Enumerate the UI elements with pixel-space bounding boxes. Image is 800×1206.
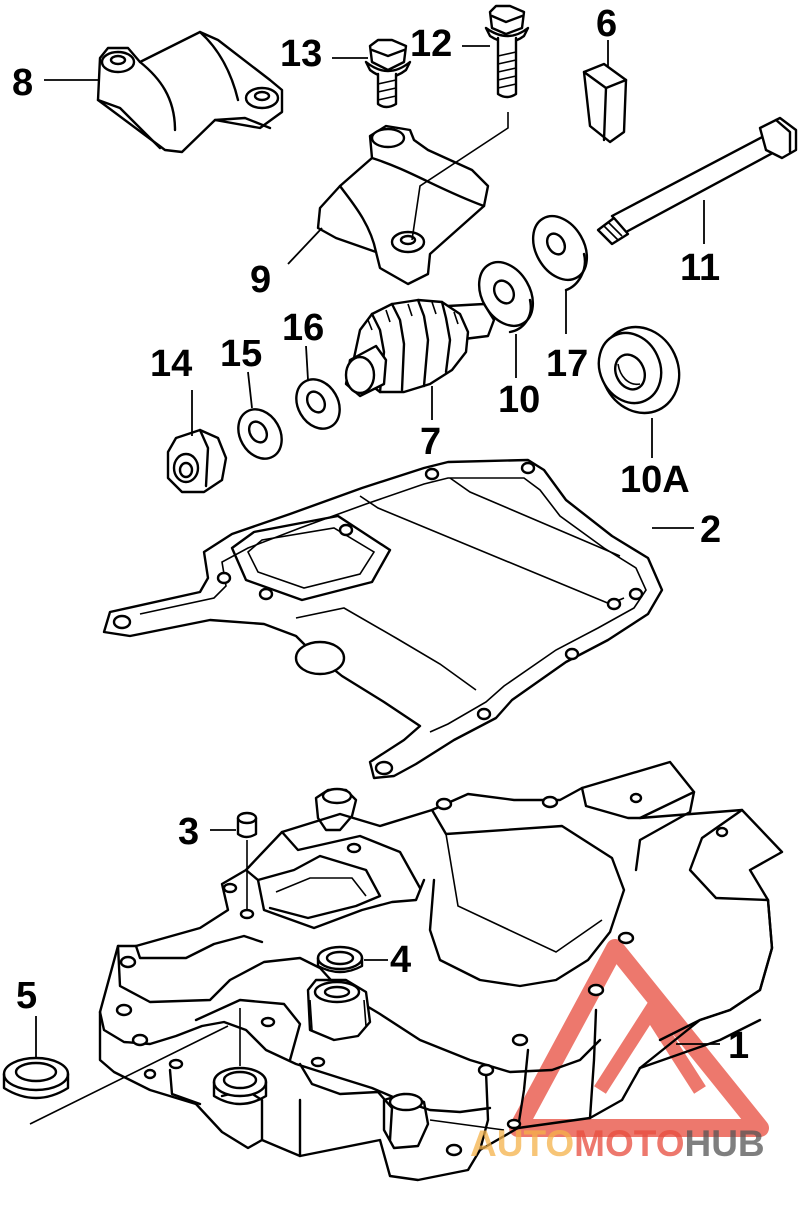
- callout-7: 7: [420, 421, 441, 463]
- part-16-washer: [295, 378, 341, 430]
- part-9-lower-bracket: [316, 124, 490, 286]
- callout-12: 12: [410, 23, 452, 65]
- callout-14: 14: [150, 343, 192, 385]
- automotohub-watermark-logo: [509, 939, 769, 1137]
- part-10a-bushing: [597, 325, 681, 415]
- callout-10a: 10A: [620, 459, 690, 501]
- watermark-part-hub: HUB: [684, 1123, 764, 1164]
- part-15-lock-washer: [237, 408, 283, 460]
- callout-10: 10: [498, 379, 540, 421]
- part-4-oil-seal: [316, 945, 364, 974]
- callout-6: 6: [596, 3, 617, 45]
- part-6-small-key: [582, 62, 628, 144]
- callout-16: 16: [282, 307, 324, 349]
- callout-5: 5: [16, 975, 37, 1017]
- part-2-gasket: [102, 458, 664, 780]
- callout-1: 1: [728, 1025, 749, 1067]
- part-17-thrust-washer: [531, 215, 589, 292]
- part-13-short-bolt: [364, 38, 412, 109]
- callout-3: 3: [178, 811, 199, 853]
- part-11-long-shaft: [596, 116, 798, 246]
- part-1-adapter-plate: [98, 760, 784, 1182]
- part-12-long-bolt: [484, 4, 530, 99]
- part-5-oil-seal: [2, 1056, 70, 1100]
- callout-4: 4: [390, 939, 411, 981]
- callout-2: 2: [700, 509, 721, 551]
- callout-15: 15: [220, 333, 262, 375]
- callout-13: 13: [280, 33, 322, 75]
- svg-text:AUTOMOTOHUB: AUTOMOTOHUB: [470, 1123, 765, 1164]
- callout-9: 9: [250, 259, 271, 301]
- callout-8: 8: [12, 62, 33, 104]
- callout-17: 17: [546, 343, 588, 385]
- part-8-upper-bracket: [96, 30, 284, 154]
- watermark-part-moto: MOTO: [574, 1123, 684, 1164]
- callout-11: 11: [680, 247, 720, 289]
- watermark-part-auto: AUTO: [470, 1123, 574, 1164]
- part-3-dowel-pin: [236, 811, 258, 839]
- part-14-nut: [166, 428, 228, 494]
- part-7-gear-assembly: [344, 298, 496, 398]
- automotohub-watermark-text: AUTOMOTOHUB: [470, 1123, 765, 1164]
